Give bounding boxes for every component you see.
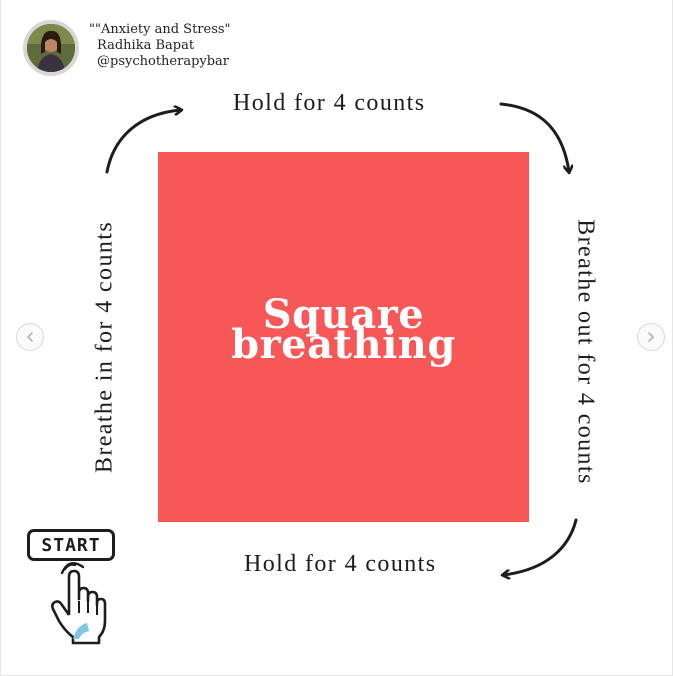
label-top-hold: Hold for 4 counts (233, 90, 426, 116)
label-breathe-in: Breathe in for 4 counts (91, 220, 118, 474)
chevron-right-icon (648, 332, 654, 342)
label-breathe-out: Breathe out for 4 counts (572, 219, 599, 485)
pointing-hand-icon (51, 561, 107, 645)
square-title-line1: Square (262, 291, 425, 338)
start-button-graphic: START (27, 529, 115, 561)
square-title-line2: breathing (231, 321, 456, 368)
chevron-left-icon (27, 332, 33, 342)
author-handle: @psychotherapybar (97, 54, 230, 69)
carousel-next-button[interactable] (637, 323, 665, 351)
avatar (23, 20, 79, 76)
start-illustration: START (27, 529, 127, 649)
post-title: ""Anxiety and Stress" (89, 22, 231, 37)
label-bottom-hold: Hold for 4 counts (244, 551, 437, 577)
profile-badge: ""Anxiety and Stress" Radhika Bapat @psy… (23, 20, 231, 76)
profile-text: ""Anxiety and Stress" Radhika Bapat @psy… (89, 22, 231, 70)
carousel-prev-button[interactable] (16, 323, 44, 351)
author-name: Radhika Bapat (97, 38, 195, 53)
breathing-square: Square breathing (158, 152, 529, 522)
arrow-bottom-right (503, 518, 578, 575)
